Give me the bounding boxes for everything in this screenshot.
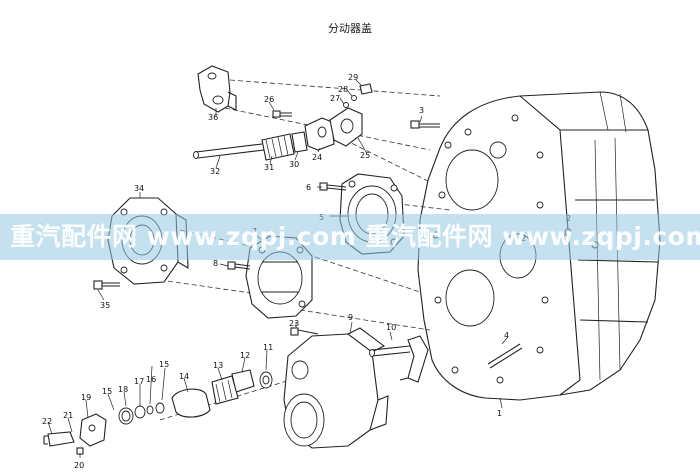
callout-30: 30 [289, 160, 299, 169]
watermark-band [0, 214, 700, 260]
callout-3: 3 [419, 106, 424, 115]
callout-26: 26 [264, 95, 274, 104]
callout-14: 14 [179, 372, 189, 381]
callout-4: 4 [504, 331, 509, 340]
callout-22: 22 [42, 417, 52, 426]
bolt-3 [410, 120, 440, 129]
callout-6: 6 [306, 183, 311, 192]
part-10-shift-fork [369, 335, 429, 383]
callout-32: 32 [210, 167, 220, 176]
detent-stack [43, 369, 273, 455]
callout-16: 16 [146, 375, 156, 384]
callout-9: 9 [348, 313, 353, 322]
callout-13: 13 [213, 361, 223, 370]
callout-10: 10 [386, 323, 396, 332]
callout-numbers: 1 2 2 2 3 4 5 6 7 8 9 10 11 12 13 14 15 … [42, 73, 571, 470]
callout-28: 28 [338, 85, 348, 94]
callout-15b: 15 [102, 387, 112, 396]
callout-11: 11 [263, 343, 273, 352]
callout-27: 27 [330, 94, 340, 103]
callout-35: 35 [100, 301, 110, 310]
callout-36: 36 [208, 113, 218, 122]
callout-20: 20 [74, 461, 84, 470]
callout-29: 29 [348, 73, 358, 82]
callout-23: 23 [289, 319, 299, 328]
part-36-bracket [197, 65, 237, 113]
callout-25: 25 [360, 151, 370, 160]
callout-31: 31 [264, 163, 274, 172]
watermark-text: 重汽配件网 www.zqpj.com 重汽配件网 www.zqpj.com [10, 222, 700, 251]
callout-24: 24 [312, 153, 322, 162]
callout-8: 8 [213, 259, 218, 268]
callout-1: 1 [497, 409, 502, 418]
callout-12: 12 [240, 351, 250, 360]
callout-21: 21 [63, 411, 73, 420]
callout-17: 17 [134, 377, 144, 386]
diagram-title: 分动器盖 [328, 22, 372, 35]
callout-18: 18 [118, 385, 128, 394]
shift-rod-assembly [193, 83, 373, 161]
callout-34: 34 [134, 184, 144, 193]
callout-15a: 15 [159, 360, 169, 369]
leader-lines [47, 79, 508, 458]
callout-19: 19 [81, 393, 91, 402]
part-9-housing [283, 327, 389, 449]
